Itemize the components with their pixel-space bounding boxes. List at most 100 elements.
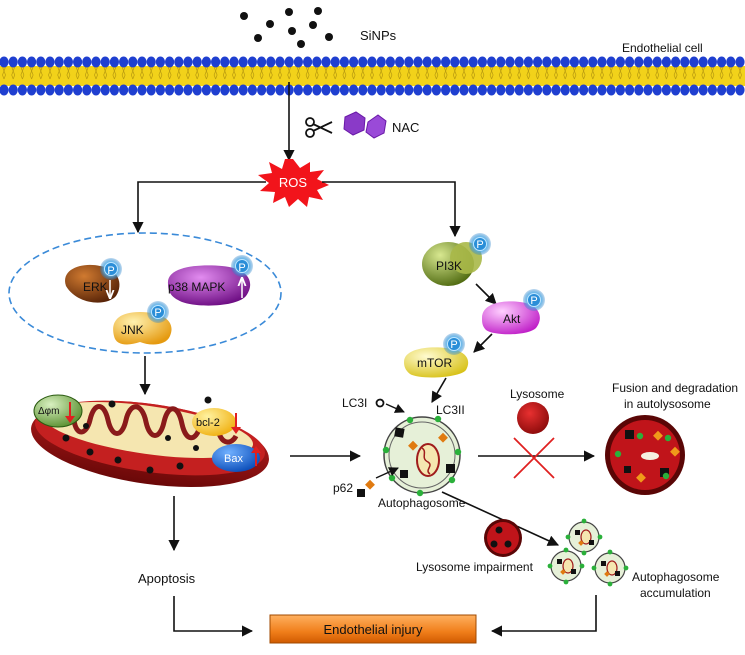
membrane-head-top	[477, 56, 487, 68]
membrane-head-bottom	[312, 84, 322, 96]
membrane-tail	[526, 66, 531, 80]
membrane-head-top	[211, 56, 221, 68]
nac-molecule-icon	[343, 111, 387, 139]
membrane-tail	[480, 66, 485, 80]
membrane-head-top	[523, 56, 534, 68]
accumulated-lc3ii-dot	[597, 534, 603, 540]
membrane-tail	[360, 66, 365, 80]
membrane-tail	[572, 66, 577, 80]
membrane-head-top	[266, 56, 276, 68]
membrane-head-bottom	[422, 84, 432, 96]
membrane-tail	[517, 66, 522, 80]
accumulated-lc3ii-dot	[563, 579, 569, 585]
membrane-head-bottom	[569, 84, 580, 96]
membrane-tail	[333, 66, 338, 80]
membrane-tail	[452, 66, 457, 80]
membrane-head-bottom	[0, 84, 9, 96]
bcl2-down-arrowhead	[231, 427, 241, 434]
akt-phospho-label: P	[530, 295, 537, 307]
membrane-head-bottom	[385, 84, 395, 96]
membrane-tail	[75, 66, 80, 80]
membrane-head-bottom	[155, 84, 165, 96]
p62-label: p62	[333, 481, 353, 495]
membrane-head-bottom	[266, 84, 276, 96]
membrane-head-top	[220, 56, 230, 68]
membrane-head-top	[643, 56, 653, 68]
sinps-label: SiNPs	[360, 28, 397, 43]
membrane-tail	[268, 66, 273, 80]
membrane-head-bottom	[174, 84, 184, 96]
ros-label: ROS	[279, 175, 308, 190]
accumulated-cargo	[606, 560, 618, 576]
accumulation-to-injury-arrow	[490, 595, 597, 637]
membrane-head-top	[109, 56, 119, 68]
erk-phospho-label: P	[107, 265, 114, 277]
membrane-head-bottom	[680, 84, 690, 96]
membrane-head-bottom	[671, 84, 681, 96]
membrane-tail	[370, 66, 374, 80]
membrane-head-top	[27, 56, 37, 68]
bcl2-protein	[192, 408, 236, 436]
membrane-tail	[176, 66, 181, 80]
membrane-tail	[241, 66, 246, 80]
membrane-head-top	[155, 56, 165, 68]
membrane-head-bottom	[431, 84, 441, 96]
lc3ii-label: LC3II	[436, 403, 465, 417]
membrane-head-top	[45, 56, 55, 68]
pi3k-to-akt-arrow	[475, 283, 497, 305]
accumulated-cargo	[562, 558, 574, 574]
membrane-head-bottom	[201, 84, 211, 96]
membrane-head-top	[275, 56, 285, 68]
membrane-head-top	[257, 56, 267, 68]
membrane-tail	[204, 66, 209, 80]
membrane-head-bottom	[349, 84, 359, 96]
membrane-head-top	[358, 56, 368, 68]
membrane-head-bottom	[367, 84, 377, 96]
membrane-tail	[508, 66, 512, 80]
pi3k-phospho-label: P	[476, 239, 483, 251]
membrane-head-top	[17, 56, 27, 68]
sinp-particles	[240, 7, 333, 48]
akt-protein	[482, 301, 540, 335]
membrane-head-bottom	[652, 84, 662, 96]
membrane-head-bottom	[643, 84, 653, 96]
membrane-head-top	[652, 56, 662, 68]
accumulated-lc3ii-dot	[591, 565, 597, 571]
accumulated-p62-diamond	[560, 569, 566, 575]
scissors-icon	[305, 117, 333, 138]
accumulated-p62-square	[575, 530, 580, 535]
membrane-head-bottom	[339, 84, 349, 96]
membrane-tail	[222, 66, 227, 80]
membrane-head-top	[8, 56, 18, 68]
membrane-head-top	[339, 56, 349, 68]
mapk-compartment	[8, 232, 282, 354]
membrane-tail	[425, 66, 430, 80]
p38-phospho-label: P	[238, 262, 245, 274]
membrane-head-bottom	[615, 84, 626, 96]
membrane-tail	[195, 66, 200, 80]
membrane-tail	[581, 66, 586, 80]
membrane-head-bottom	[192, 84, 202, 96]
p62-square-icon	[357, 489, 365, 497]
membrane-tail	[38, 66, 43, 80]
membrane-head-top	[615, 56, 626, 68]
membrane-head-top	[128, 56, 138, 68]
membrane-head-bottom	[588, 84, 598, 96]
membrane-tail	[655, 66, 660, 80]
membrane-head-bottom	[661, 84, 672, 96]
membrane-head-bottom	[36, 84, 46, 96]
membrane-head-bottom	[560, 84, 570, 96]
membrane-tail	[554, 66, 558, 80]
membrane-head-bottom	[606, 84, 616, 96]
membrane-tail	[600, 66, 604, 80]
membrane-head-top	[625, 56, 635, 68]
membrane-tail	[710, 66, 715, 80]
membrane-head-bottom	[8, 84, 18, 96]
autophagosome-accumulation-line1: Autophagosome	[632, 570, 720, 584]
membrane-head-top	[238, 56, 248, 68]
membrane-head-bottom	[477, 84, 487, 96]
membrane-tail	[462, 66, 466, 80]
bcl2-label: bcl-2	[196, 417, 220, 429]
membrane-tail	[673, 66, 678, 80]
